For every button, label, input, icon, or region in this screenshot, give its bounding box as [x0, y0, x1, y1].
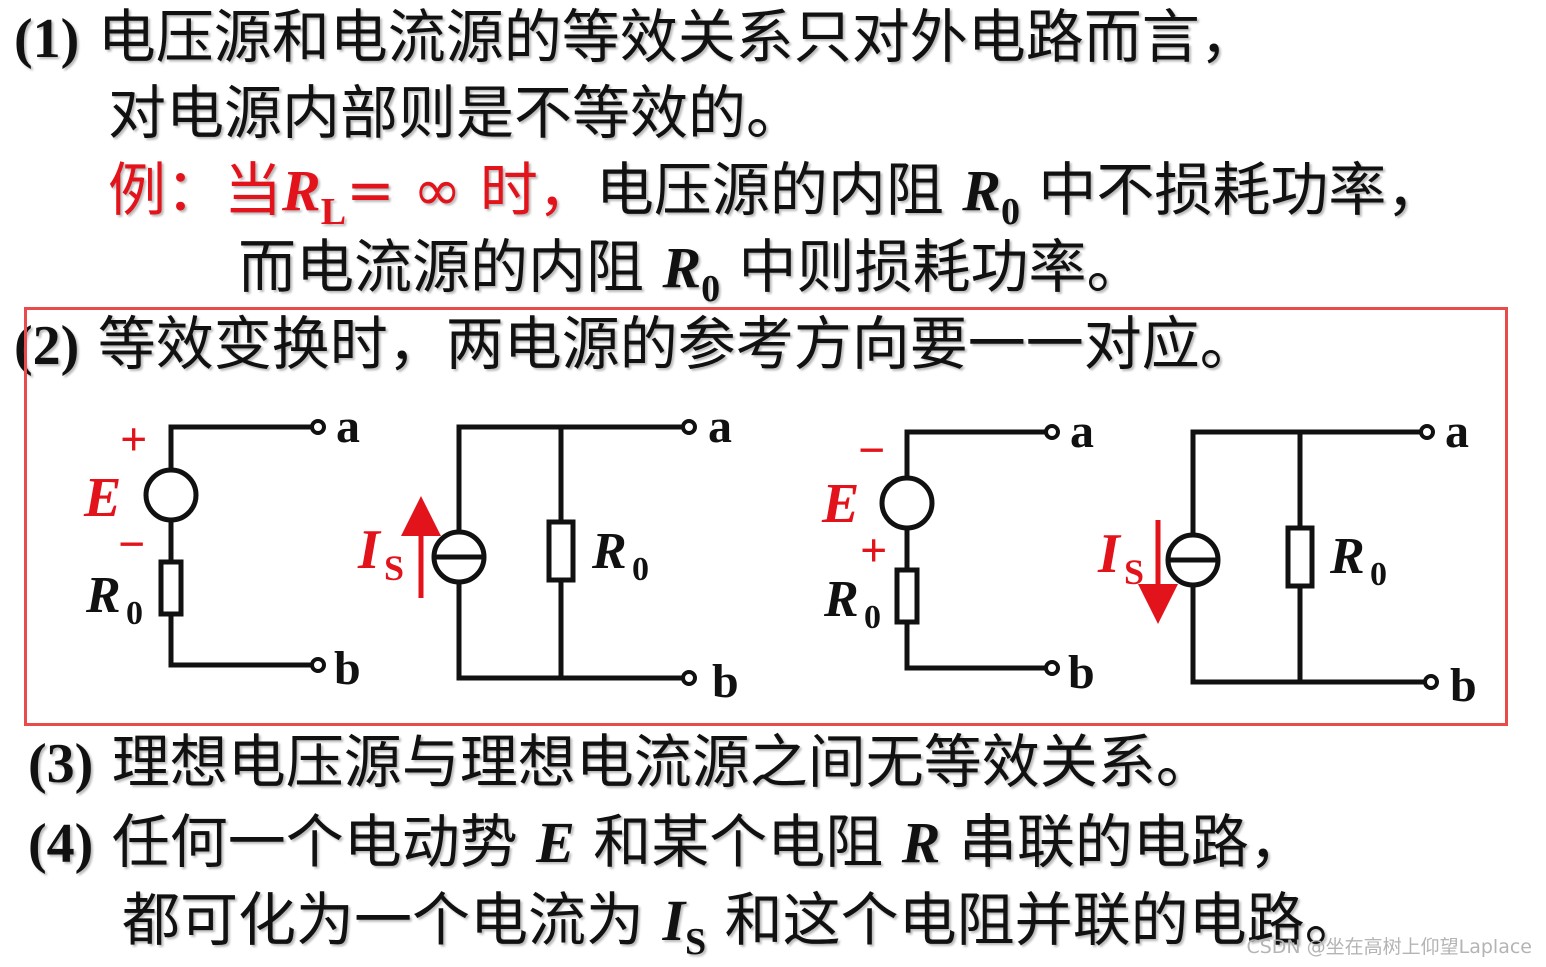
- circuit-2-current-source: [431, 419, 697, 686]
- circuit-1-minus: −: [118, 518, 145, 571]
- circuit-4-resistor: [1285, 525, 1315, 589]
- example-line2-r0-sub: 0: [701, 268, 721, 310]
- item-3-number: (3): [28, 733, 94, 795]
- item-1-line-1: (1) 电压源和电流源的等效关系只对外电路而言，: [14, 2, 1258, 74]
- circuit-3-minus: −: [858, 424, 885, 477]
- circuit-3-resistor: [894, 567, 920, 625]
- example-rl-var: R: [282, 158, 321, 223]
- example-line2-b: 中则损耗功率。: [720, 233, 1145, 301]
- example-line2-a: 而电流源的内阻: [238, 233, 663, 301]
- circuit-2-resistor: [546, 519, 576, 583]
- circuit-3-label-b: b: [1068, 646, 1095, 699]
- item-4-number: (4): [28, 813, 94, 875]
- circuit-1-plus: +: [120, 413, 147, 466]
- circuit-1-e-label: E: [83, 467, 121, 529]
- circuit-3-r-sub: 0: [864, 599, 881, 636]
- example-line-2: 而电流源的内阻 R0 中则损耗功率。: [238, 232, 1145, 310]
- item-4-text-a: 任何一个电动势: [111, 808, 537, 876]
- circuit-4-label-a: a: [1445, 405, 1469, 458]
- circuit-3-plus: +: [860, 524, 887, 577]
- item-4-line-1: (4) 任何一个电动势 E 和某个电阻 R 串联的电路，: [28, 807, 1307, 879]
- circuit-2-i-label: I: [357, 519, 382, 581]
- example-condition: = ∞ 时，: [346, 156, 596, 224]
- example-rl-sub: L: [320, 191, 347, 233]
- circuit-4-r-label: R: [1329, 528, 1365, 585]
- item-4-var-i: I: [662, 888, 686, 953]
- circuit-3-voltage-source: [879, 424, 1060, 676]
- circuit-1-terminal-b: [310, 657, 326, 673]
- example-r0-sub: 0: [1000, 191, 1020, 233]
- item-4-line2-a: 都可化为一个电流为: [122, 886, 663, 954]
- circuit-2-label-a: a: [708, 400, 732, 453]
- circuit-4-label-b: b: [1450, 659, 1477, 712]
- example-prefix: 例：当: [108, 156, 283, 224]
- circuit-1-voltage-source: [143, 419, 326, 673]
- circuit-1-r-label: R: [85, 567, 121, 624]
- circuit-3-terminal-a: [1044, 424, 1060, 440]
- example-r0-var: R: [962, 158, 1001, 223]
- circuit-1-r-sub: 0: [126, 595, 143, 632]
- circuit-2-terminal-a: [681, 419, 697, 435]
- circuit-1-label-a: a: [336, 400, 360, 453]
- item-4-text-c: 串联的电路，: [940, 808, 1307, 876]
- circuit-4-i-sub: S: [1124, 552, 1144, 592]
- item-1-line-2: 对电源内部则是不等效的。: [108, 78, 804, 148]
- circuit-2-r-label: R: [591, 523, 627, 580]
- circuit-4-current-source: [1165, 424, 1439, 690]
- item-4-var-r: R: [901, 810, 941, 875]
- item-4-line-2: 都可化为一个电流为 IS 和这个电阻并联的电路。: [122, 885, 1363, 963]
- circuit-4-terminal-a: [1419, 424, 1435, 440]
- circuit-4-i-label: I: [1097, 523, 1122, 585]
- example-line2-r0-var: R: [662, 235, 702, 300]
- circuit-1-terminal-a: [310, 419, 326, 435]
- circuit-3-e-label: E: [821, 473, 859, 535]
- circuit-1-source-circle: [143, 467, 199, 523]
- example-text-a: 电压源的内阻: [595, 156, 963, 224]
- item-4-line2-b: 和这个电阻并联的电路。: [706, 886, 1363, 954]
- circuit-3-source-circle: [879, 475, 935, 531]
- item-3-line: (3) 理想电压源与理想电流源之间无等效关系。: [28, 727, 1214, 799]
- circuit-3-r-label: R: [823, 571, 859, 628]
- item-2-text: 等效变换时，两电源的参考方向要一一对应。: [97, 310, 1258, 378]
- circuit-4-terminal-b: [1423, 674, 1439, 690]
- item-3-text: 理想电压源与理想电流源之间无等效关系。: [111, 728, 1214, 796]
- circuit-2-r-sub: 0: [632, 551, 649, 588]
- item-2-line: (2) 等效变换时，两电源的参考方向要一一对应。: [14, 309, 1258, 381]
- circuit-2-label-b: b: [712, 655, 739, 708]
- circuit-1-resistor: [158, 559, 184, 617]
- item-4-var-e: E: [536, 810, 575, 875]
- circuit-2-terminal-b: [681, 670, 697, 686]
- example-line-1: 例：当RL= ∞ 时，电压源的内阻 R0 中不损耗功率，: [108, 155, 1444, 233]
- item-4-text-b: 和某个电阻: [574, 808, 902, 876]
- example-text-b: 中不损耗功率，: [1019, 156, 1445, 224]
- circuit-4-r-sub: 0: [1370, 556, 1387, 593]
- circuit-3-label-a: a: [1070, 405, 1094, 458]
- circuit-1-label-b: b: [334, 642, 361, 695]
- circuit-2-i-sub: S: [384, 548, 404, 588]
- circuit-3-terminal-b: [1044, 660, 1060, 676]
- item-1-text-1: 电压源和电流源的等效关系只对外电路而言，: [97, 3, 1258, 71]
- item-4-sub-s: S: [685, 921, 707, 963]
- item-1-number: (1): [14, 8, 80, 70]
- watermark: CSDN @坐在高树上仰望Laplace: [1246, 936, 1532, 958]
- item-1-text-2: 对电源内部则是不等效的。: [108, 79, 805, 147]
